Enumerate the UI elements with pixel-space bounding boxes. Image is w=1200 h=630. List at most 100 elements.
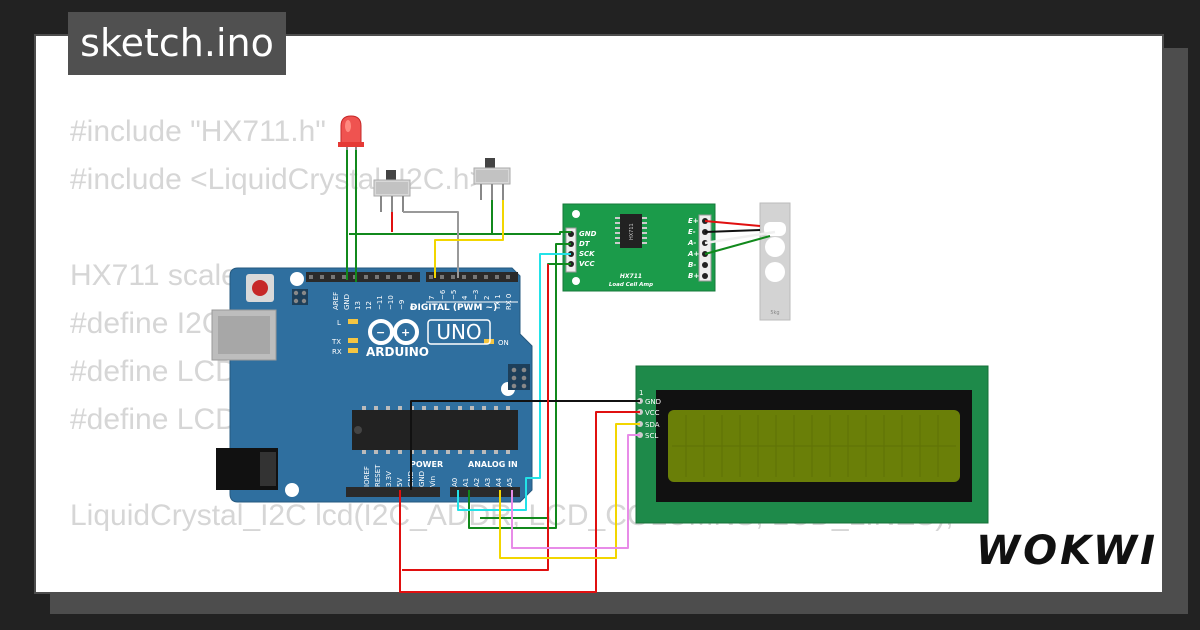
svg-text:GND: GND xyxy=(579,230,597,238)
onboard-leds: L TX RX ON xyxy=(331,319,509,356)
power-jack-side xyxy=(260,452,276,486)
lcd-pins: 1 GND VCC SDA SCL xyxy=(637,389,661,440)
svg-text:B+: B+ xyxy=(688,272,699,280)
svg-text:DT: DT xyxy=(579,240,591,248)
wire-lc-green[interactable] xyxy=(704,235,771,255)
hx711-chip xyxy=(620,214,642,248)
hx711-left-pins: GND DT SCK VCC xyxy=(565,227,597,273)
wire-lcd-sda[interactable] xyxy=(499,423,640,559)
svg-text:VCC: VCC xyxy=(579,260,596,268)
wire-power-red[interactable] xyxy=(402,264,549,571)
atmega-chip xyxy=(352,410,518,450)
pin-label-4: 4 xyxy=(461,295,469,300)
code-line: #include "HX711.h" xyxy=(70,115,326,148)
svg-text:B-: B- xyxy=(688,261,696,269)
svg-text:A2: A2 xyxy=(473,478,481,487)
svg-text:RESET: RESET xyxy=(374,464,382,487)
svg-text:1: 1 xyxy=(639,389,643,397)
wire-lcd-vcc[interactable] xyxy=(399,411,640,593)
lcd-char-grid xyxy=(672,415,956,477)
svg-text:RX: RX xyxy=(332,348,342,356)
svg-text:SDA: SDA xyxy=(645,421,660,429)
mount-hole xyxy=(285,483,299,497)
led-tx xyxy=(348,338,358,343)
file-title-tab[interactable]: sketch.ino xyxy=(68,12,286,75)
lcd-1602[interactable]: 1 GND VCC SDA SCL xyxy=(635,365,989,524)
usb-connector-inner xyxy=(218,316,270,354)
red-led[interactable] xyxy=(338,115,364,280)
switch-knob[interactable] xyxy=(386,170,396,182)
svg-text:TX: TX xyxy=(331,338,341,346)
analog-header xyxy=(450,487,520,497)
brand-label: ARDUINO xyxy=(366,345,429,359)
arduino-logo: − + UNO ARDUINO xyxy=(366,319,491,359)
svg-text:3.3V: 3.3V xyxy=(385,471,393,487)
wire-lc-black[interactable] xyxy=(704,229,761,233)
model-label: UNO xyxy=(436,320,481,344)
wire-hx-sck[interactable] xyxy=(457,253,571,511)
svg-text:A3: A3 xyxy=(484,478,492,487)
load-cell-label: 5kg xyxy=(770,310,779,316)
wire-lcd-scl[interactable] xyxy=(511,434,640,549)
code-line: #include <LiquidCrystal_I2C.h> xyxy=(70,163,487,196)
arduino-uno[interactable]: AREF GND 13 12 ~11 ~10 ~9 8 7 ~6 ~5 4 ~3… xyxy=(211,267,533,503)
slide-switch-1[interactable] xyxy=(373,170,411,212)
wire-hx-dt[interactable] xyxy=(468,243,571,529)
pin-label-9: ~9 xyxy=(398,300,406,310)
svg-text:E+: E+ xyxy=(688,217,699,225)
svg-text:Vin: Vin xyxy=(429,476,437,487)
switch-knob[interactable] xyxy=(485,158,495,170)
analog-in-label: ANALOG IN xyxy=(468,460,518,469)
reset-button-cap xyxy=(252,280,268,296)
pin-label-11: ~11 xyxy=(376,295,384,310)
wire-switch1-d5[interactable] xyxy=(403,211,459,278)
digital-header-left xyxy=(306,272,420,282)
pin-label-8: 8 xyxy=(409,306,417,310)
wire-lc-red[interactable] xyxy=(704,220,761,227)
load-cell[interactable]: 5kg xyxy=(759,202,791,321)
svg-text:GND: GND xyxy=(418,471,426,487)
svg-text:SCK: SCK xyxy=(579,250,595,258)
wire-lc-white[interactable] xyxy=(704,230,776,245)
pin-label-5: ~5 xyxy=(450,290,458,300)
wire-lcd-gnd[interactable] xyxy=(410,400,640,490)
power-header xyxy=(346,487,440,497)
pin-label-12: 12 xyxy=(365,301,373,310)
power-label: POWER xyxy=(410,460,443,469)
pin-label-aref: AREF xyxy=(332,292,340,310)
svg-text:A5: A5 xyxy=(506,478,514,487)
wires xyxy=(346,150,776,593)
svg-text:GND: GND xyxy=(645,398,661,406)
pin-label-13: 13 xyxy=(354,301,362,310)
led-on xyxy=(484,339,494,344)
pin-label-gnd: GND xyxy=(343,294,351,310)
pin-label-10: ~10 xyxy=(387,295,395,310)
infinity-icon xyxy=(368,319,394,345)
wire-switch2-d6[interactable] xyxy=(434,200,504,278)
svg-text:−: − xyxy=(376,326,385,339)
svg-text:ON: ON xyxy=(498,339,509,347)
wokwi-logo: WOKWI xyxy=(976,528,1158,574)
icsp2-header xyxy=(508,364,530,390)
svg-text:VCC: VCC xyxy=(645,409,660,417)
pin-label-7: 7 xyxy=(428,296,436,300)
digital-pwm-label: DIGITAL (PWM ~) xyxy=(410,303,497,313)
svg-text:A-: A- xyxy=(687,239,696,247)
svg-text:5V: 5V xyxy=(396,478,404,487)
svg-text:A1: A1 xyxy=(462,478,470,487)
icsp-header xyxy=(292,289,308,305)
digital-header-right xyxy=(426,272,518,282)
pin-label-tx: TX 1 xyxy=(494,294,502,311)
wire-hx-gnd[interactable] xyxy=(349,231,571,235)
hx711-title: HX711 xyxy=(620,273,642,280)
svg-text:+: + xyxy=(401,326,410,339)
mount-hole xyxy=(290,272,304,286)
svg-text:E-: E- xyxy=(688,228,696,236)
svg-text:SCL: SCL xyxy=(645,432,658,440)
pin-label-6: ~6 xyxy=(439,289,447,300)
svg-text:A0: A0 xyxy=(451,478,459,487)
svg-text:L: L xyxy=(337,319,341,327)
pin-label-3: ~3 xyxy=(472,290,480,300)
hx711-module[interactable]: HX711 HX711 Load Cell Amp GND DT SCK VCC… xyxy=(562,203,716,292)
slide-switch-2[interactable] xyxy=(473,158,511,200)
